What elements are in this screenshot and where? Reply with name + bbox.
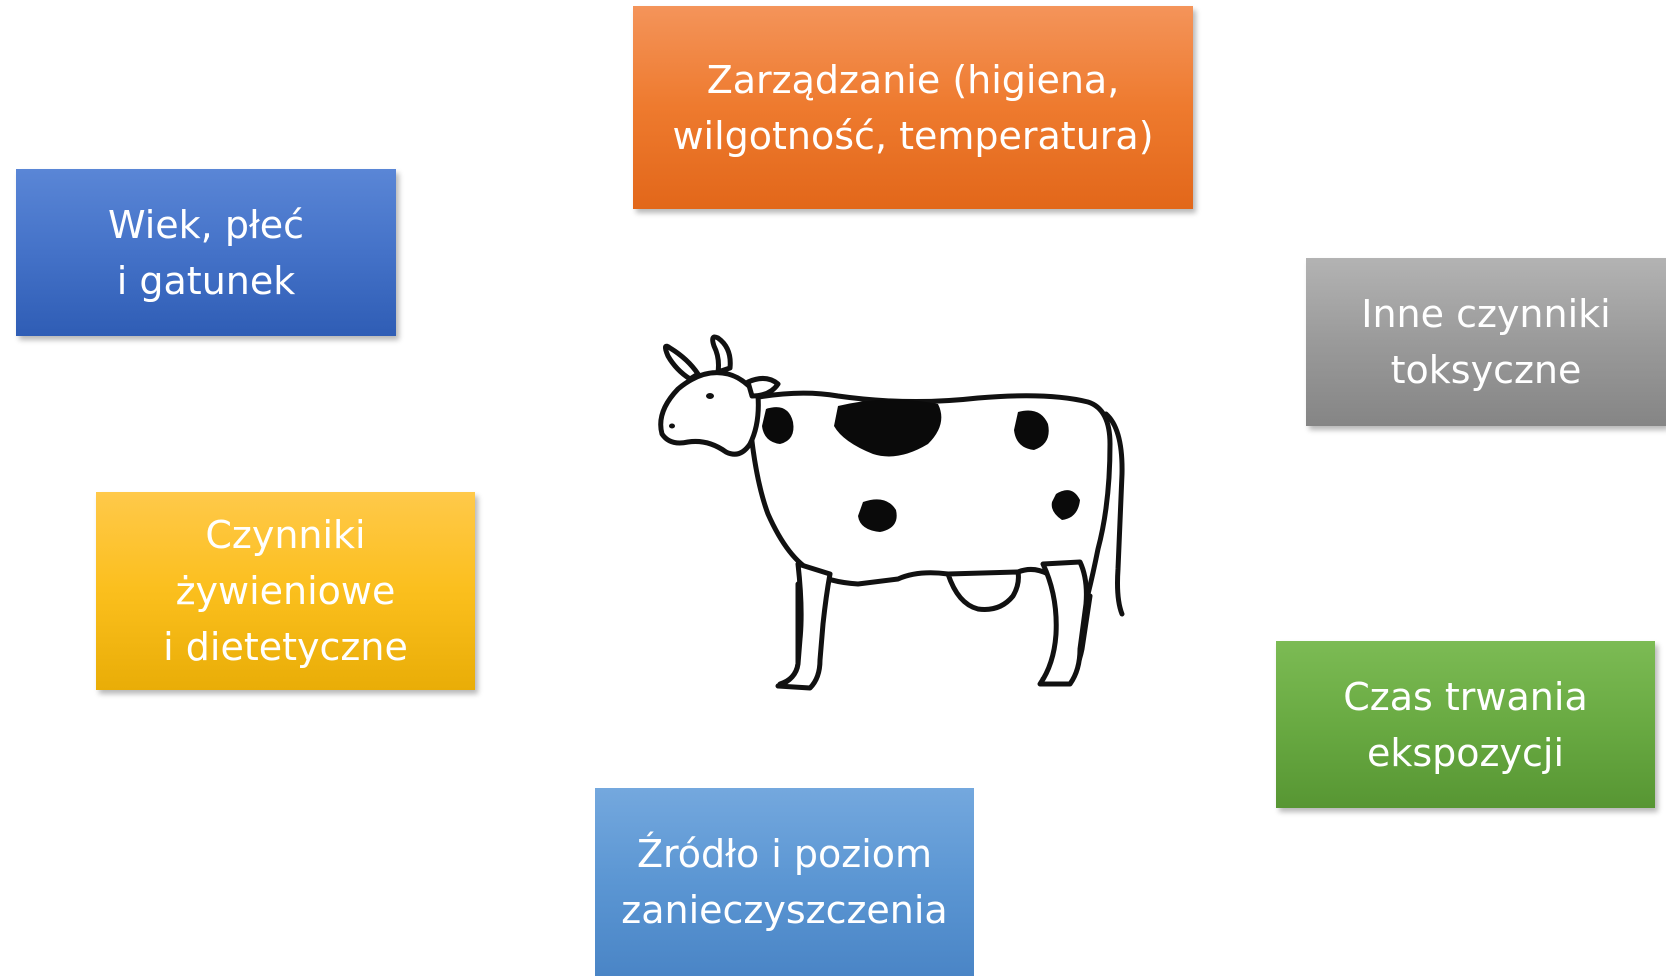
factor-label-line: wilgotność, temperatura)	[672, 108, 1153, 164]
factor-label-line: i dietetyczne	[163, 619, 408, 675]
factor-label-line: zanieczyszczenia	[621, 882, 947, 938]
cow-illustration	[648, 334, 1173, 729]
factor-label-line: ekspozycji	[1367, 725, 1564, 781]
factor-label-line: Źródło i poziom	[637, 826, 932, 882]
factor-box-management: Zarządzanie (higiena, wilgotność, temper…	[633, 6, 1193, 209]
factor-label-line: Wiek, płeć	[108, 197, 304, 253]
factor-box-contamination-source: Źródło i poziom zanieczyszczenia	[595, 788, 974, 976]
factor-label-line: toksyczne	[1391, 342, 1582, 398]
factor-box-other-toxic: Inne czynniki toksyczne	[1306, 258, 1666, 426]
factor-label-line: i gatunek	[117, 253, 296, 309]
factor-label-line: Zarządzanie (higiena,	[707, 52, 1120, 108]
factor-box-exposure-duration: Czas trwania ekspozycji	[1276, 641, 1655, 808]
factor-box-nutrition: Czynniki żywieniowe i dietetyczne	[96, 492, 475, 690]
factor-label-line: Inne czynniki	[1361, 286, 1610, 342]
factor-box-age-sex-species: Wiek, płeć i gatunek	[16, 169, 396, 336]
factor-label-line: Czynniki	[205, 507, 365, 563]
factor-label-line: żywieniowe	[176, 563, 396, 619]
factor-label-line: Czas trwania	[1343, 669, 1587, 725]
